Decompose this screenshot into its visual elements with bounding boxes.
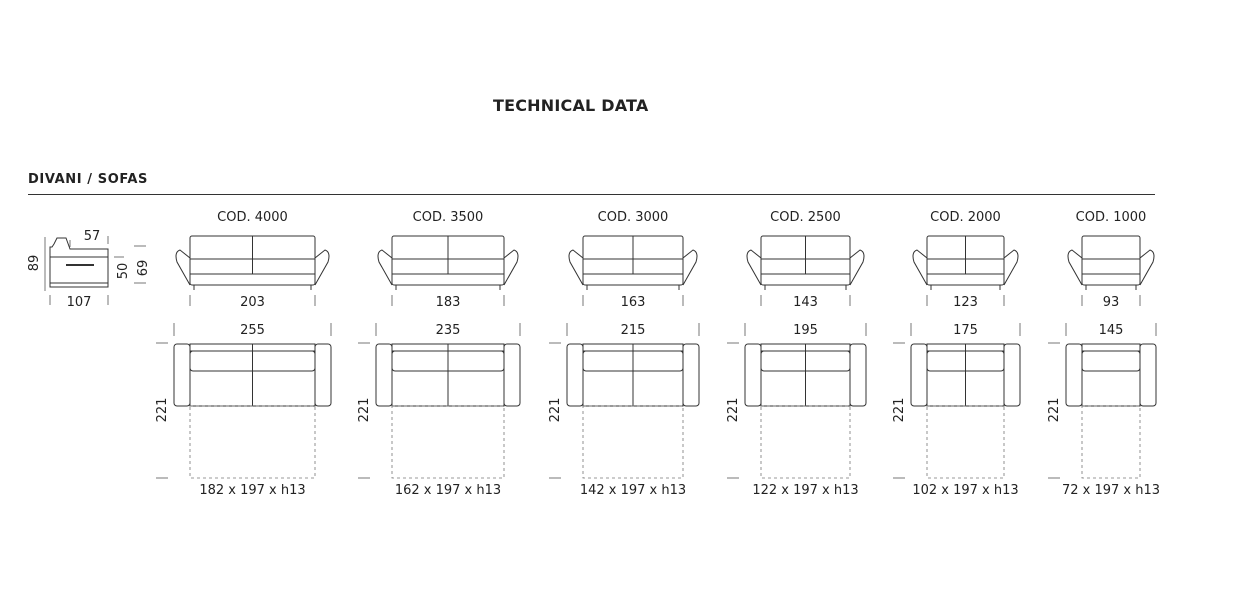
front-width-label: 123 (953, 295, 978, 310)
side-seat-depth-label: 57 (84, 229, 101, 244)
plan-right-arm (1003, 343, 1021, 407)
plan-left-arm (744, 343, 762, 407)
side-seat-height-label: 50 (116, 263, 131, 280)
plan-back-cushions (1081, 350, 1141, 372)
mattress-size-label: 162 x 197 x h13 (395, 483, 501, 498)
plan-left-arm (375, 343, 393, 407)
plan-width-label: 255 (240, 323, 265, 338)
side-view: 57 107 89 50 69 (27, 229, 151, 310)
front-right-arm (1139, 249, 1155, 286)
plan-right-arm (314, 343, 332, 407)
front-left-arm (746, 249, 762, 286)
plan-bed-extension (189, 405, 316, 479)
sofa-code: COD. 1000 (1076, 210, 1147, 225)
sofa-code: COD. 4000 (217, 210, 288, 225)
sofa-4: COD. 2500 143 195 221 122 x 197 x h13 (726, 210, 867, 498)
plan-right-arm (1139, 343, 1157, 407)
plan-length-label: 221 (892, 398, 907, 423)
front-right-arm (1003, 249, 1019, 286)
plan-right-arm (503, 343, 521, 407)
plan-width-label: 145 (1099, 323, 1124, 338)
front-left-arm (568, 249, 584, 286)
front-right-arm (849, 249, 865, 286)
front-left-arm (912, 249, 928, 286)
plan-length-label: 221 (726, 398, 741, 423)
side-profile-outline (49, 237, 109, 288)
plan-length-label: 221 (357, 398, 372, 423)
sofa-3: COD. 3000 163 215 221 142 x 197 x h13 (548, 210, 700, 498)
front-right-arm (314, 249, 330, 286)
front-width-label: 143 (793, 295, 818, 310)
mattress-size-label: 102 x 197 x h13 (912, 483, 1018, 498)
front-width-label: 203 (240, 295, 265, 310)
front-backrest (1081, 235, 1141, 286)
front-left-arm (175, 249, 191, 286)
side-height-label: 89 (27, 255, 42, 272)
mattress-size-label: 122 x 197 x h13 (752, 483, 858, 498)
plan-width-label: 215 (621, 323, 646, 338)
plan-left-arm (566, 343, 584, 407)
mattress-size-label: 142 x 197 x h13 (580, 483, 686, 498)
plan-width-label: 175 (953, 323, 978, 338)
plan-bed-extension (1081, 405, 1141, 479)
plan-bed-extension (582, 405, 684, 479)
plan-seat (1081, 343, 1141, 407)
plan-length-label: 221 (548, 398, 563, 423)
front-width-label: 163 (621, 295, 646, 310)
sofa-models: COD. 4000 203 255 221 182 x 197 x h13 COD. 35… (155, 210, 1160, 498)
plan-bed-extension (926, 405, 1005, 479)
plan-left-arm (910, 343, 928, 407)
front-width-label: 183 (436, 295, 461, 310)
plan-length-label: 221 (1047, 398, 1062, 423)
front-right-arm (503, 249, 519, 286)
front-right-arm (682, 249, 698, 286)
plan-width-label: 195 (793, 323, 818, 338)
mattress-size-label: 72 x 197 x h13 (1062, 483, 1160, 498)
sofa-code: COD. 3500 (413, 210, 484, 225)
plan-right-arm (682, 343, 700, 407)
sofa-1: COD. 4000 203 255 221 182 x 197 x h13 (155, 210, 332, 498)
front-width-label: 93 (1103, 295, 1120, 310)
sofa-6: COD. 1000 93 145 221 72 x 197 x h13 (1047, 210, 1160, 498)
sofa-code: COD. 3000 (598, 210, 669, 225)
sofa-5: COD. 2000 123 175 221 102 x 197 x h13 (892, 210, 1021, 498)
plan-width-label: 235 (436, 323, 461, 338)
mattress-size-label: 182 x 197 x h13 (199, 483, 305, 498)
front-left-arm (377, 249, 393, 286)
plan-length-label: 221 (155, 398, 170, 423)
plan-bed-extension (760, 405, 851, 479)
plan-left-arm (173, 343, 191, 407)
plan-left-arm (1065, 343, 1083, 407)
plan-right-arm (849, 343, 867, 407)
sofa-code: COD. 2500 (770, 210, 841, 225)
side-depth-label: 107 (67, 295, 92, 310)
sofa-2: COD. 3500 183 235 221 162 x 197 x h13 (357, 210, 521, 498)
section-divider (28, 194, 1155, 195)
sofa-code: COD. 2000 (930, 210, 1001, 225)
side-arm-height-label: 69 (136, 260, 151, 277)
front-left-arm (1067, 249, 1083, 286)
plan-bed-extension (391, 405, 505, 479)
page-title: TECHNICAL DATA (493, 96, 649, 115)
section-title: DIVANI / SOFAS (28, 172, 149, 187)
